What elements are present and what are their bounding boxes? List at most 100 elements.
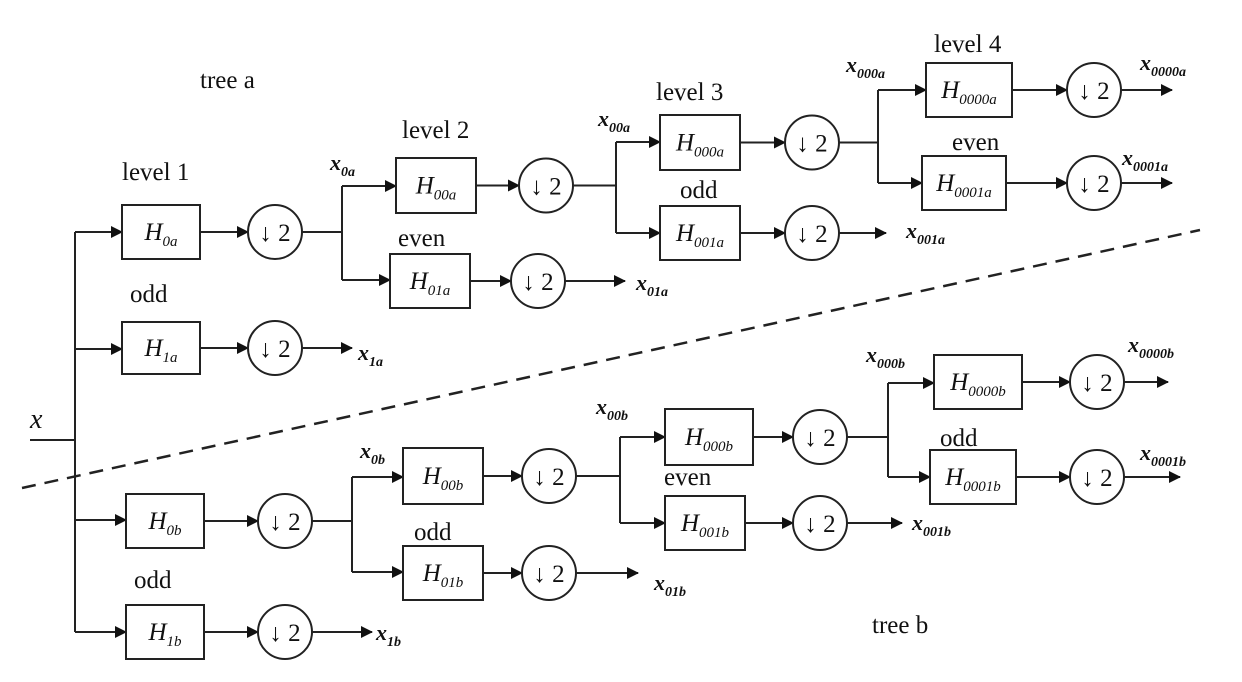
H001b-downsampler — [792, 495, 848, 551]
H001a-box — [659, 205, 741, 261]
tree-b-odd4-label: odd — [940, 425, 978, 452]
tree-a-level4-label: level 4 — [934, 31, 1002, 58]
x000b-label: x000b — [865, 342, 905, 372]
H0001b-box — [929, 449, 1017, 505]
H1a-downsampler-label: ↓ 2 — [259, 336, 290, 363]
tree-b-odd2-label: odd — [414, 519, 452, 546]
tree-a-odd1-label: odd — [130, 281, 168, 308]
H001b-label: H001b — [680, 510, 730, 541]
x1a-output-label: x1a — [357, 340, 383, 370]
H00b-downsampler-label: ↓ 2 — [533, 464, 564, 491]
tree-a-even4-label: even — [952, 129, 1000, 156]
H00b-box — [402, 447, 484, 505]
H1a-downsampler — [247, 320, 303, 376]
input-x-label: x — [29, 404, 43, 435]
H0001a-downsampler-label: ↓ 2 — [1078, 171, 1109, 198]
H0a-label: H0a — [143, 219, 177, 250]
H01b-downsampler-label: ↓ 2 — [533, 561, 564, 588]
H01a-label: H01a — [409, 268, 451, 299]
tree-b-even3-label: even — [664, 464, 712, 491]
H0a-downsampler — [247, 204, 303, 260]
H01a-downsampler-label: ↓ 2 — [522, 269, 553, 296]
H0b-box — [125, 493, 205, 549]
H00a-label: H00a — [415, 173, 457, 204]
x01b-output-label: x01b — [653, 570, 686, 600]
H0001a-downsampler — [1066, 155, 1122, 211]
H001a-label: H001a — [675, 220, 724, 251]
H00a-box — [395, 157, 477, 214]
H0b-downsampler — [257, 493, 313, 549]
H0000b-downsampler — [1069, 354, 1125, 410]
x000a-label: x000a — [845, 52, 885, 82]
H0a-box — [121, 204, 201, 260]
x0001b-output-label: x0001b — [1139, 440, 1186, 470]
x001b-output-label: x001b — [911, 510, 951, 540]
H1b-downsampler-label: ↓ 2 — [269, 620, 300, 647]
H0000a-box — [925, 62, 1013, 118]
diagram-nodes — [121, 62, 1125, 660]
tree-a-title: tree a — [200, 67, 255, 94]
H0a-downsampler-label: ↓ 2 — [259, 220, 290, 247]
H01b-box — [402, 545, 484, 601]
H0000b-label: H0000b — [949, 369, 1006, 400]
H0000a-downsampler — [1066, 62, 1122, 118]
H000a-label: H000a — [675, 130, 724, 161]
H001a-downsampler-label: ↓ 2 — [796, 221, 827, 248]
H1a-box — [121, 321, 201, 375]
tree-b-odd1-label: odd — [134, 567, 172, 594]
H1a-label: H1a — [143, 335, 177, 366]
x0000b-output-label: x0000b — [1127, 332, 1174, 362]
signal-wires — [21, 84, 1201, 638]
H01b-label: H01b — [422, 560, 464, 591]
H00a-downsampler-label: ↓ 2 — [530, 174, 561, 201]
H00b-downsampler — [521, 448, 577, 504]
x1b-output-label: x1b — [375, 620, 401, 650]
H0b-downsampler-label: ↓ 2 — [269, 509, 300, 536]
H00b-label: H00b — [422, 463, 464, 494]
tree-a-level2-label: level 2 — [402, 117, 469, 144]
H1b-downsampler — [257, 604, 313, 660]
H000a-downsampler-label: ↓ 2 — [796, 131, 827, 158]
tree-a-odd3-label: odd — [680, 177, 718, 204]
H01a-box — [389, 253, 471, 309]
H001b-box — [664, 495, 746, 551]
x0a-label: x0a — [329, 150, 355, 180]
H000b-downsampler-label: ↓ 2 — [804, 425, 835, 452]
H0000a-label: H0000a — [940, 77, 997, 108]
H01a-downsampler — [510, 253, 566, 309]
x001a-output-label: x001a — [905, 218, 945, 248]
x00a-label: x00a — [597, 106, 630, 136]
x0001a-output-label: x0001a — [1121, 145, 1168, 175]
H0000a-downsampler-label: ↓ 2 — [1078, 78, 1109, 105]
tree-a-level3-label: level 3 — [656, 79, 723, 106]
H1b-label: H1b — [147, 619, 182, 650]
H1b-box — [125, 604, 205, 660]
H0000b-box — [933, 354, 1023, 410]
H00a-downsampler — [518, 157, 574, 214]
H001a-downsampler — [784, 205, 840, 261]
H01b-downsampler — [521, 545, 577, 601]
tree-a-even2-label: even — [398, 225, 446, 252]
x0b-label: x0b — [359, 438, 385, 468]
H0001b-downsampler-label: ↓ 2 — [1081, 465, 1112, 492]
H0b-label: H0b — [147, 508, 182, 539]
H0001a-box — [921, 155, 1007, 211]
H000a-downsampler — [784, 114, 840, 171]
x01a-output-label: x01a — [635, 270, 668, 300]
x0000a-output-label: x0000a — [1139, 50, 1186, 80]
H001b-downsampler-label: ↓ 2 — [804, 511, 835, 538]
H0001b-downsampler — [1069, 449, 1125, 505]
H000b-label: H000b — [684, 424, 734, 455]
H0001a-label: H0001a — [935, 170, 992, 201]
tree-divider-dashed-line — [21, 228, 1201, 490]
H000a-box — [659, 114, 741, 171]
H0001b-label: H0001b — [944, 464, 1001, 495]
x00b-label: x00b — [595, 394, 628, 424]
H0000b-downsampler-label: ↓ 2 — [1081, 370, 1112, 397]
tree-b-title: tree b — [872, 612, 928, 639]
H000b-downsampler — [792, 409, 848, 465]
tree-a-level1-label: level 1 — [122, 159, 189, 186]
H000b-box — [664, 408, 754, 466]
